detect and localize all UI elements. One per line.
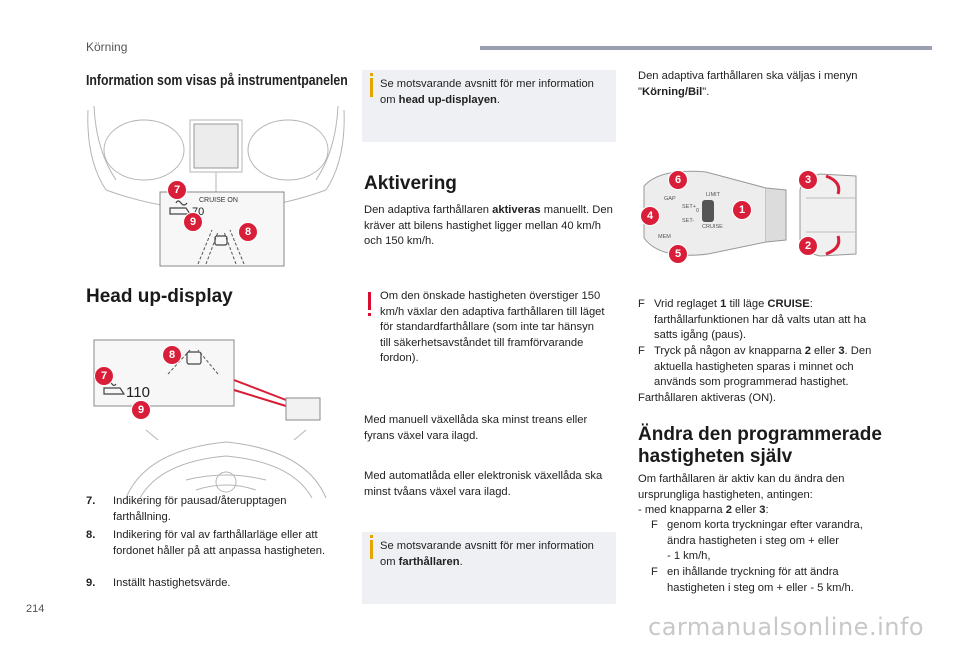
- menu-intro: Den adaptiva farthållaren ska väljas i m…: [638, 70, 858, 98]
- page-number: 214: [26, 603, 45, 615]
- change-speed-heading: Ändra den programmerade hastigheten själ…: [638, 424, 882, 467]
- svg-text:CRUISE: CRUISE: [702, 224, 723, 230]
- instrument-cluster-illustration: CRUISE ON 70: [87, 105, 345, 267]
- thumbwheel-icon: [702, 200, 714, 222]
- svg-text:SET-: SET-: [682, 218, 694, 224]
- car-icon: [214, 235, 228, 246]
- change-buttons: - med knapparna 2 eller 3:: [638, 504, 769, 516]
- warning-box: Om den önskade hastigheten överstiger 15…: [362, 282, 616, 384]
- stalk-badge-6: 6: [668, 170, 688, 190]
- manual-gearbox-text: Med manuell växellåda ska minst treans e…: [364, 414, 588, 442]
- note-hud: Se motsvarande avsnitt för mer informati…: [362, 70, 616, 142]
- hud-badge-7: 7: [94, 366, 114, 386]
- stalk-badge-1: 1: [732, 200, 752, 220]
- section-label: Körning: [86, 40, 128, 54]
- bullet-arrow-icon: F: [638, 345, 645, 357]
- hud-badge-9: 9: [131, 400, 151, 420]
- svg-text:GAP: GAP: [664, 196, 676, 202]
- change-intro: Om farthållaren är aktiv kan du ändra de…: [638, 473, 845, 501]
- bullet-arrow-icon: F: [651, 566, 658, 578]
- instrument-panel-heading: Information som visas på instrumentpanel…: [86, 72, 348, 89]
- hud-speed: 110: [126, 384, 150, 401]
- activated-text: Farthållaren aktiveras (ON).: [638, 392, 777, 404]
- cruise-on-label: CRUISE ON: [199, 197, 238, 204]
- svg-text:0: 0: [696, 208, 699, 214]
- activation-heading: Aktivering: [364, 173, 457, 194]
- info-icon: [370, 73, 373, 97]
- svg-text:SET+: SET+: [682, 204, 696, 210]
- bullet-arrow-icon: F: [651, 519, 658, 531]
- warning-icon: [368, 292, 371, 316]
- hud-car-icon: [186, 351, 202, 365]
- hud-heading: Head up-display: [86, 286, 233, 307]
- svg-text:MEM: MEM: [658, 234, 671, 240]
- note-cruise: Se motsvarande avsnitt för mer informati…: [362, 532, 616, 604]
- stalk-badge-4: 4: [640, 206, 660, 226]
- badge-8: 8: [238, 222, 258, 242]
- automatic-gearbox-text: Med automatlåda eller elektronisk växell…: [364, 470, 603, 498]
- stalk-badge-2: 2: [798, 236, 818, 256]
- hud-badge-8: 8: [162, 345, 182, 365]
- stalk-badge-3: 3: [798, 170, 818, 190]
- svg-text:LIMIT: LIMIT: [706, 192, 721, 198]
- badge-9: 9: [183, 212, 203, 232]
- activation-text: Den adaptiva farthållaren aktiveras manu…: [364, 204, 613, 247]
- stalk-badge-5: 5: [668, 244, 688, 264]
- header-bar: [480, 46, 932, 50]
- info-icon-2: [370, 535, 373, 559]
- hud-illustration: 110: [93, 339, 327, 499]
- bullet-arrow-icon: F: [638, 298, 645, 310]
- watermark: carmanualsonline.info: [648, 613, 925, 641]
- badge-7: 7: [167, 180, 187, 200]
